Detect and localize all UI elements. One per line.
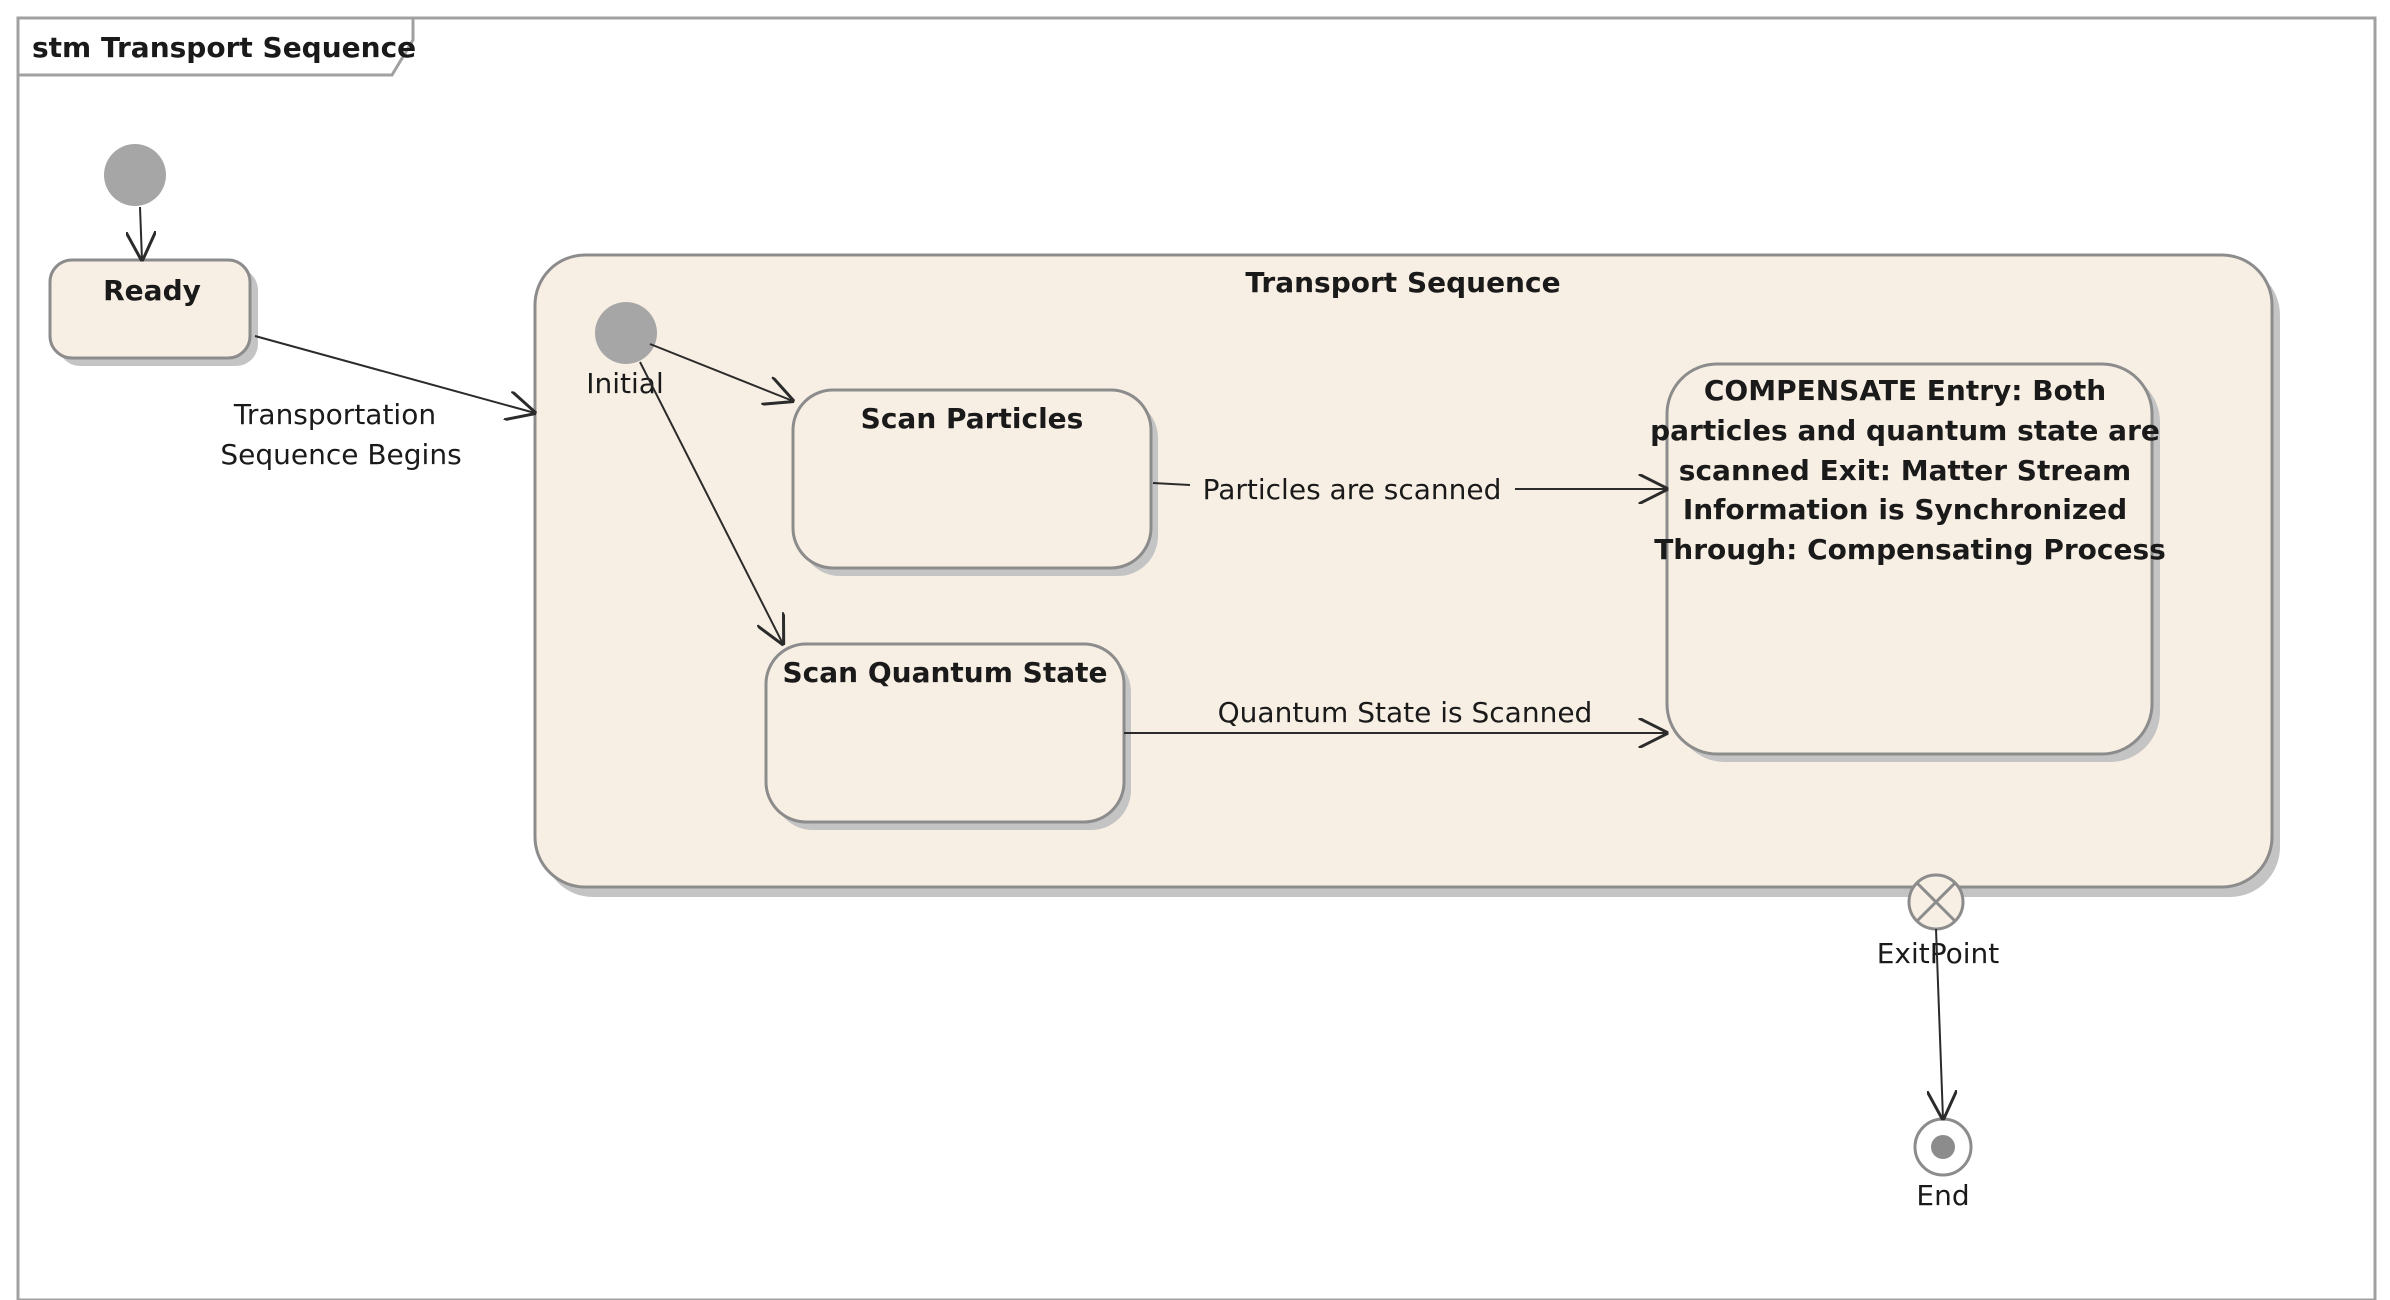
ready-state-label: Ready — [103, 274, 201, 307]
scan-particles-label: Scan Particles — [861, 402, 1084, 435]
compensate-state[interactable] — [1665, 362, 2154, 756]
transition-ready-to-composite[interactable] — [254, 335, 535, 413]
scan-particles-state[interactable] — [791, 388, 1153, 570]
begin-label-line-2: Sequence Begins — [220, 438, 461, 471]
inner-initial-pseudostate — [595, 302, 657, 364]
transition-exit-to-end[interactable] — [1936, 928, 1943, 1119]
transition-initial-to-scan-particles[interactable] — [649, 343, 793, 401]
composite-state-label: Transport Sequence — [1245, 266, 1560, 299]
initial-label: Initial — [586, 367, 663, 400]
compensate-line-5: Through: Compensating Process — [1654, 533, 2166, 566]
quantum-scanned-label: Quantum State is Scanned — [1218, 696, 1593, 729]
transition-particles-to-compensate[interactable] — [1152, 482, 1191, 486]
scan-quantum-label: Scan Quantum State — [783, 656, 1108, 689]
compensate-line-4: Information is Synchronized — [1683, 493, 2127, 526]
frame-title-tab — [16, 16, 415, 77]
compensate-line-1: COMPENSATE Entry: Both — [1704, 374, 2106, 407]
compensate-line-3: scanned Exit: Matter Stream — [1679, 454, 2131, 487]
begin-label-line-1: Transportation — [233, 398, 436, 431]
particles-scanned-label: Particles are scanned — [1203, 473, 1502, 506]
initial-pseudostate — [104, 144, 166, 206]
end-label: End — [1916, 1179, 1969, 1212]
transition-initial-to-ready[interactable] — [140, 206, 142, 260]
transition-initial-to-scan-quantum[interactable] — [639, 361, 783, 644]
exit-point-cross — [1915, 881, 1957, 923]
compensate-line-2: particles and quantum state are — [1650, 414, 2160, 447]
frame-title: stm Transport Sequence — [32, 31, 416, 64]
final-state-dot — [1931, 1135, 1955, 1159]
